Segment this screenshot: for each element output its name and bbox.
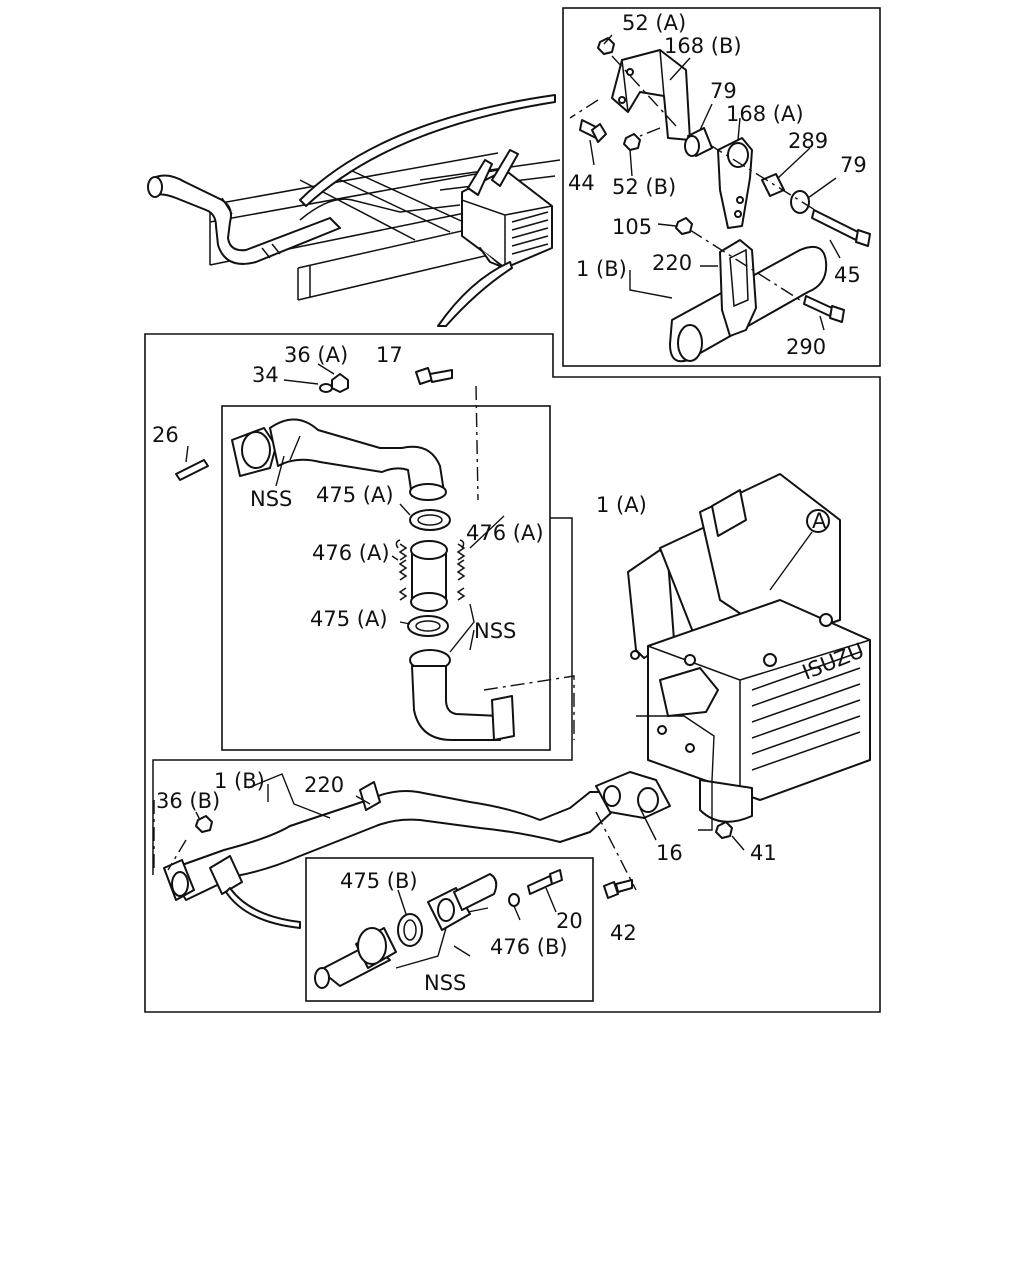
label-20: 20 [556,909,583,933]
label-290: 290 [786,335,826,359]
hanger-detail [569,34,871,363]
label-79-right: 79 [840,153,867,177]
label-476a-right: 476 (A) [466,521,544,545]
label-1b-top: 1 (B) [576,257,627,281]
label-105: 105 [612,215,652,239]
label-1b-mid: 1 (B) [214,769,265,793]
callout-labels: 52 (A) 168 (B) 79 168 (A) 289 79 44 52 (… [152,11,867,995]
label-44: 44 [568,171,595,195]
joint-detail [314,869,563,989]
label-1a: 1 (A) [596,493,647,517]
label-42: 42 [610,921,637,945]
label-17: 17 [376,343,403,367]
label-475b: 475 (B) [340,869,418,893]
label-168b: 168 (B) [664,34,742,58]
label-220-top: 220 [652,251,692,275]
label-475a-bottom: 475 (A) [310,607,388,631]
bracket-1a [152,517,573,875]
label-52a: 52 (A) [622,11,686,35]
main-frame [144,333,881,1013]
label-34: 34 [252,363,279,387]
front-pipe-detail [175,363,575,741]
detail-frame-joint [305,857,594,1002]
rear-pipe [153,771,733,929]
label-41: 41 [750,841,777,865]
label-289: 289 [788,129,828,153]
label-nss-3: NSS [424,971,466,995]
label-16: 16 [656,841,683,865]
detail-frame-front-pipe [221,405,551,751]
label-nss-2: NSS [474,619,516,643]
label-52b: 52 (B) [612,175,676,199]
label-nss-1: NSS [250,487,292,511]
label-168a: 168 (A) [726,102,804,126]
chassis-overview [147,94,561,327]
label-476a-left: 476 (A) [312,541,390,565]
label-220-mid: 220 [304,773,344,797]
detail-frame-top-right [562,7,881,367]
label-475a-top: 475 (A) [316,483,394,507]
label-36b: 36 (B) [156,789,220,813]
label-79-top: 79 [710,79,737,103]
label-a-marker: A [812,509,827,533]
muffler-assembly: ISUZU [627,473,871,851]
label-26: 26 [152,423,179,447]
label-476b: 476 (B) [490,935,568,959]
label-36a: 36 (A) [284,343,348,367]
label-45: 45 [834,263,861,287]
